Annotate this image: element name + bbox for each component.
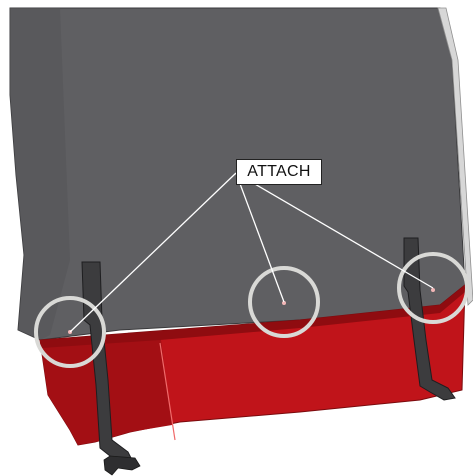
housing-right-edge bbox=[437, 7, 473, 306]
attach-dot-center bbox=[282, 301, 286, 305]
attach-point-left-circle bbox=[34, 296, 106, 368]
leader-line-left bbox=[69, 172, 237, 333]
leader-line-right bbox=[235, 172, 434, 289]
shield-fold-line bbox=[159, 342, 176, 441]
attach-point-right-circle bbox=[397, 252, 469, 324]
housing-shading bbox=[10, 8, 70, 340]
attach-point-center-circle bbox=[248, 266, 320, 338]
left-bracket-foot bbox=[103, 455, 141, 476]
red-shield-lip bbox=[40, 285, 465, 348]
leader-line-center bbox=[235, 172, 285, 303]
attach-dot-right bbox=[431, 288, 435, 292]
attach-callout-label: ATTACH bbox=[236, 159, 322, 185]
